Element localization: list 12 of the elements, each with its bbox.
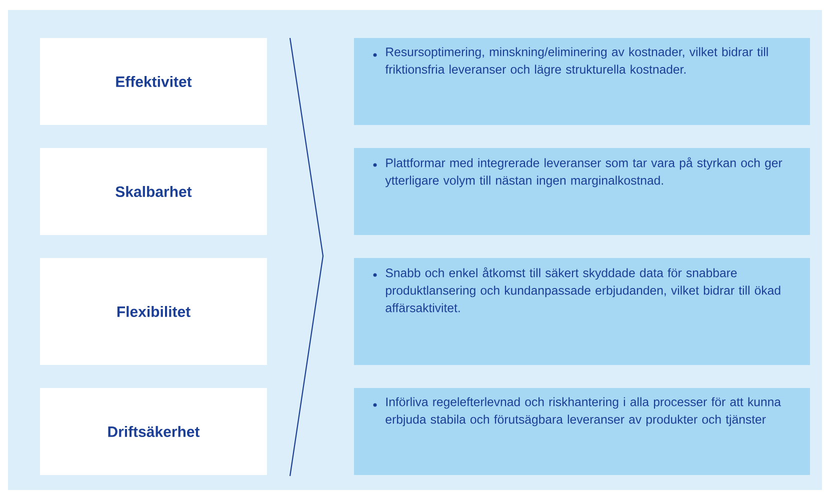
category-box: Skalbarhet <box>40 148 267 235</box>
description-text: Snabb och enkel åtkomst till säkert skyddade data för snabbare produktlansering och kundanpassade erbjudanden, vilket bidrar till ökad affärsaktivitet. <box>386 267 780 312</box>
category-box: Flexibilitet <box>40 258 267 365</box>
description-box <box>354 148 810 235</box>
description-text: Plattformar med integrerade leveranser som tar vara på styrkan och ger ytterligare volym till nästan ingen marginalkostnad. <box>385 157 782 188</box>
description-box <box>354 38 810 125</box>
description-text: Införliva regelefterlevnad och riskhantering i alla processer för att kunna erbjuda stabila och förutsägbara leveranser av produkter och tjänster <box>386 397 781 426</box>
category-box: Driftsäkerhet <box>40 388 267 475</box>
description-text: Resursoptimering, minskning/eliminering av kostnader, vilket bidrar till friktionsfria leveranser och lägre strukturella kostnader. <box>385 47 768 76</box>
description-box <box>354 388 810 475</box>
category-box: Effektivitet <box>40 38 267 125</box>
description-box <box>354 258 810 365</box>
